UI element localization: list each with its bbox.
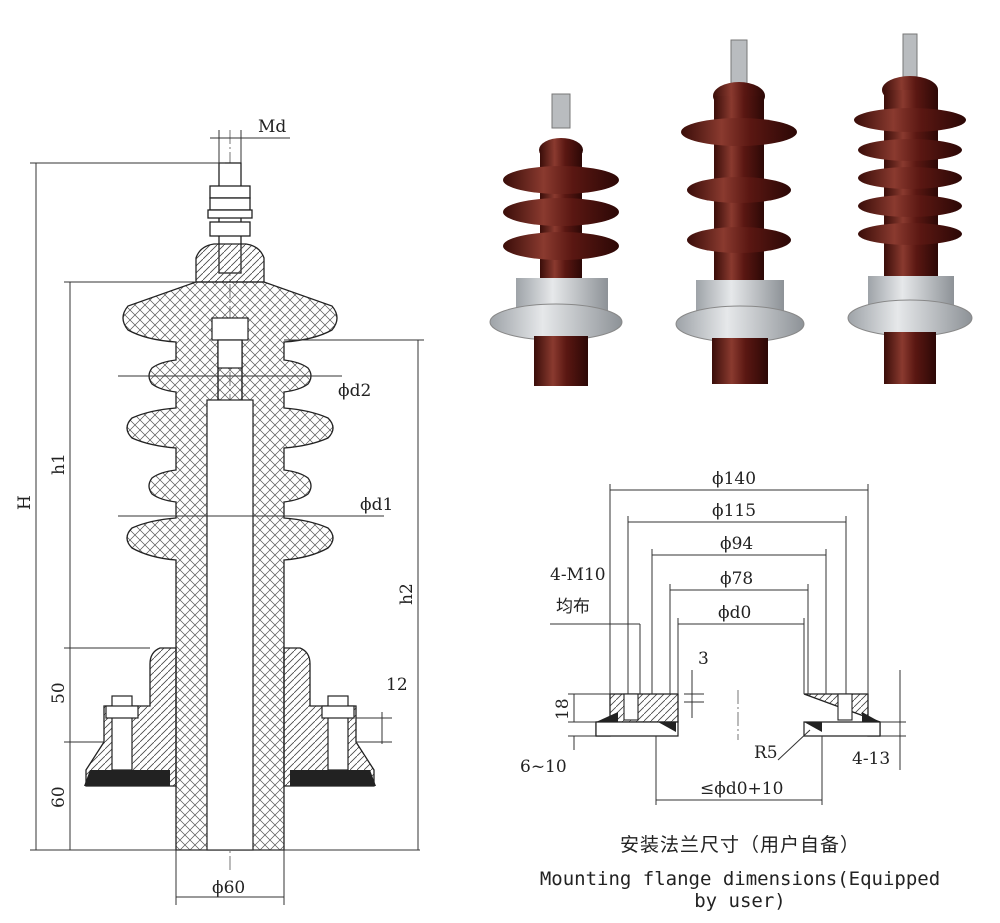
flange-drawing: ϕ140 ϕ115 ϕ94 ϕ78 ϕd0 4-M10 均布 3 18 R5 6… <box>520 469 906 805</box>
label-phi140: ϕ140 <box>712 469 756 489</box>
label-18: 18 <box>553 698 573 720</box>
top-cap-casting <box>195 243 265 283</box>
insulator-section-drawing: Md H h1 h2 ϕd2 ϕd1 50 60 12 ϕ60 <box>15 117 424 905</box>
label-bolts: 4-M10 <box>550 565 606 585</box>
label-h-total: H <box>15 495 35 510</box>
nut-middle <box>209 197 251 211</box>
nut-upper <box>209 185 251 199</box>
product-photo-large <box>847 33 973 384</box>
label-h1: h1 <box>49 453 69 475</box>
label-gap: 6~10 <box>520 757 567 777</box>
caption-english: Mounting flange dimensions(Equipped by u… <box>539 868 941 912</box>
flange-dimension-lines <box>550 484 906 805</box>
caption-chinese: 安装法兰尺寸（用户自备） <box>619 834 860 856</box>
inner-insert <box>211 317 249 341</box>
label-phi-d0: ϕd0 <box>718 603 751 623</box>
label-r5: R5 <box>754 743 778 763</box>
label-bolts-cn: 均布 <box>556 597 590 617</box>
label-3: 3 <box>698 649 709 669</box>
label-phi60: ϕ60 <box>212 878 245 898</box>
label-50: 50 <box>49 682 69 704</box>
nut-lower <box>209 221 251 237</box>
label-h2: h2 <box>397 583 417 605</box>
label-12: 12 <box>386 675 408 695</box>
label-phi78: ϕ78 <box>720 569 753 589</box>
label-holes: 4-13 <box>852 749 890 769</box>
inner-bore <box>206 399 254 851</box>
label-phi94: ϕ94 <box>720 534 753 554</box>
label-phi115: ϕ115 <box>712 501 756 521</box>
dimension-lines <box>30 130 424 905</box>
label-d1: ϕd1 <box>360 495 393 515</box>
label-60: 60 <box>49 786 69 808</box>
product-photo-small <box>489 93 623 386</box>
washer <box>207 209 253 219</box>
label-md: Md <box>258 117 286 137</box>
label-d2: ϕd2 <box>338 381 371 401</box>
product-photo-medium <box>675 39 805 384</box>
label-le-d0: ≤ϕd0+10 <box>700 779 783 799</box>
